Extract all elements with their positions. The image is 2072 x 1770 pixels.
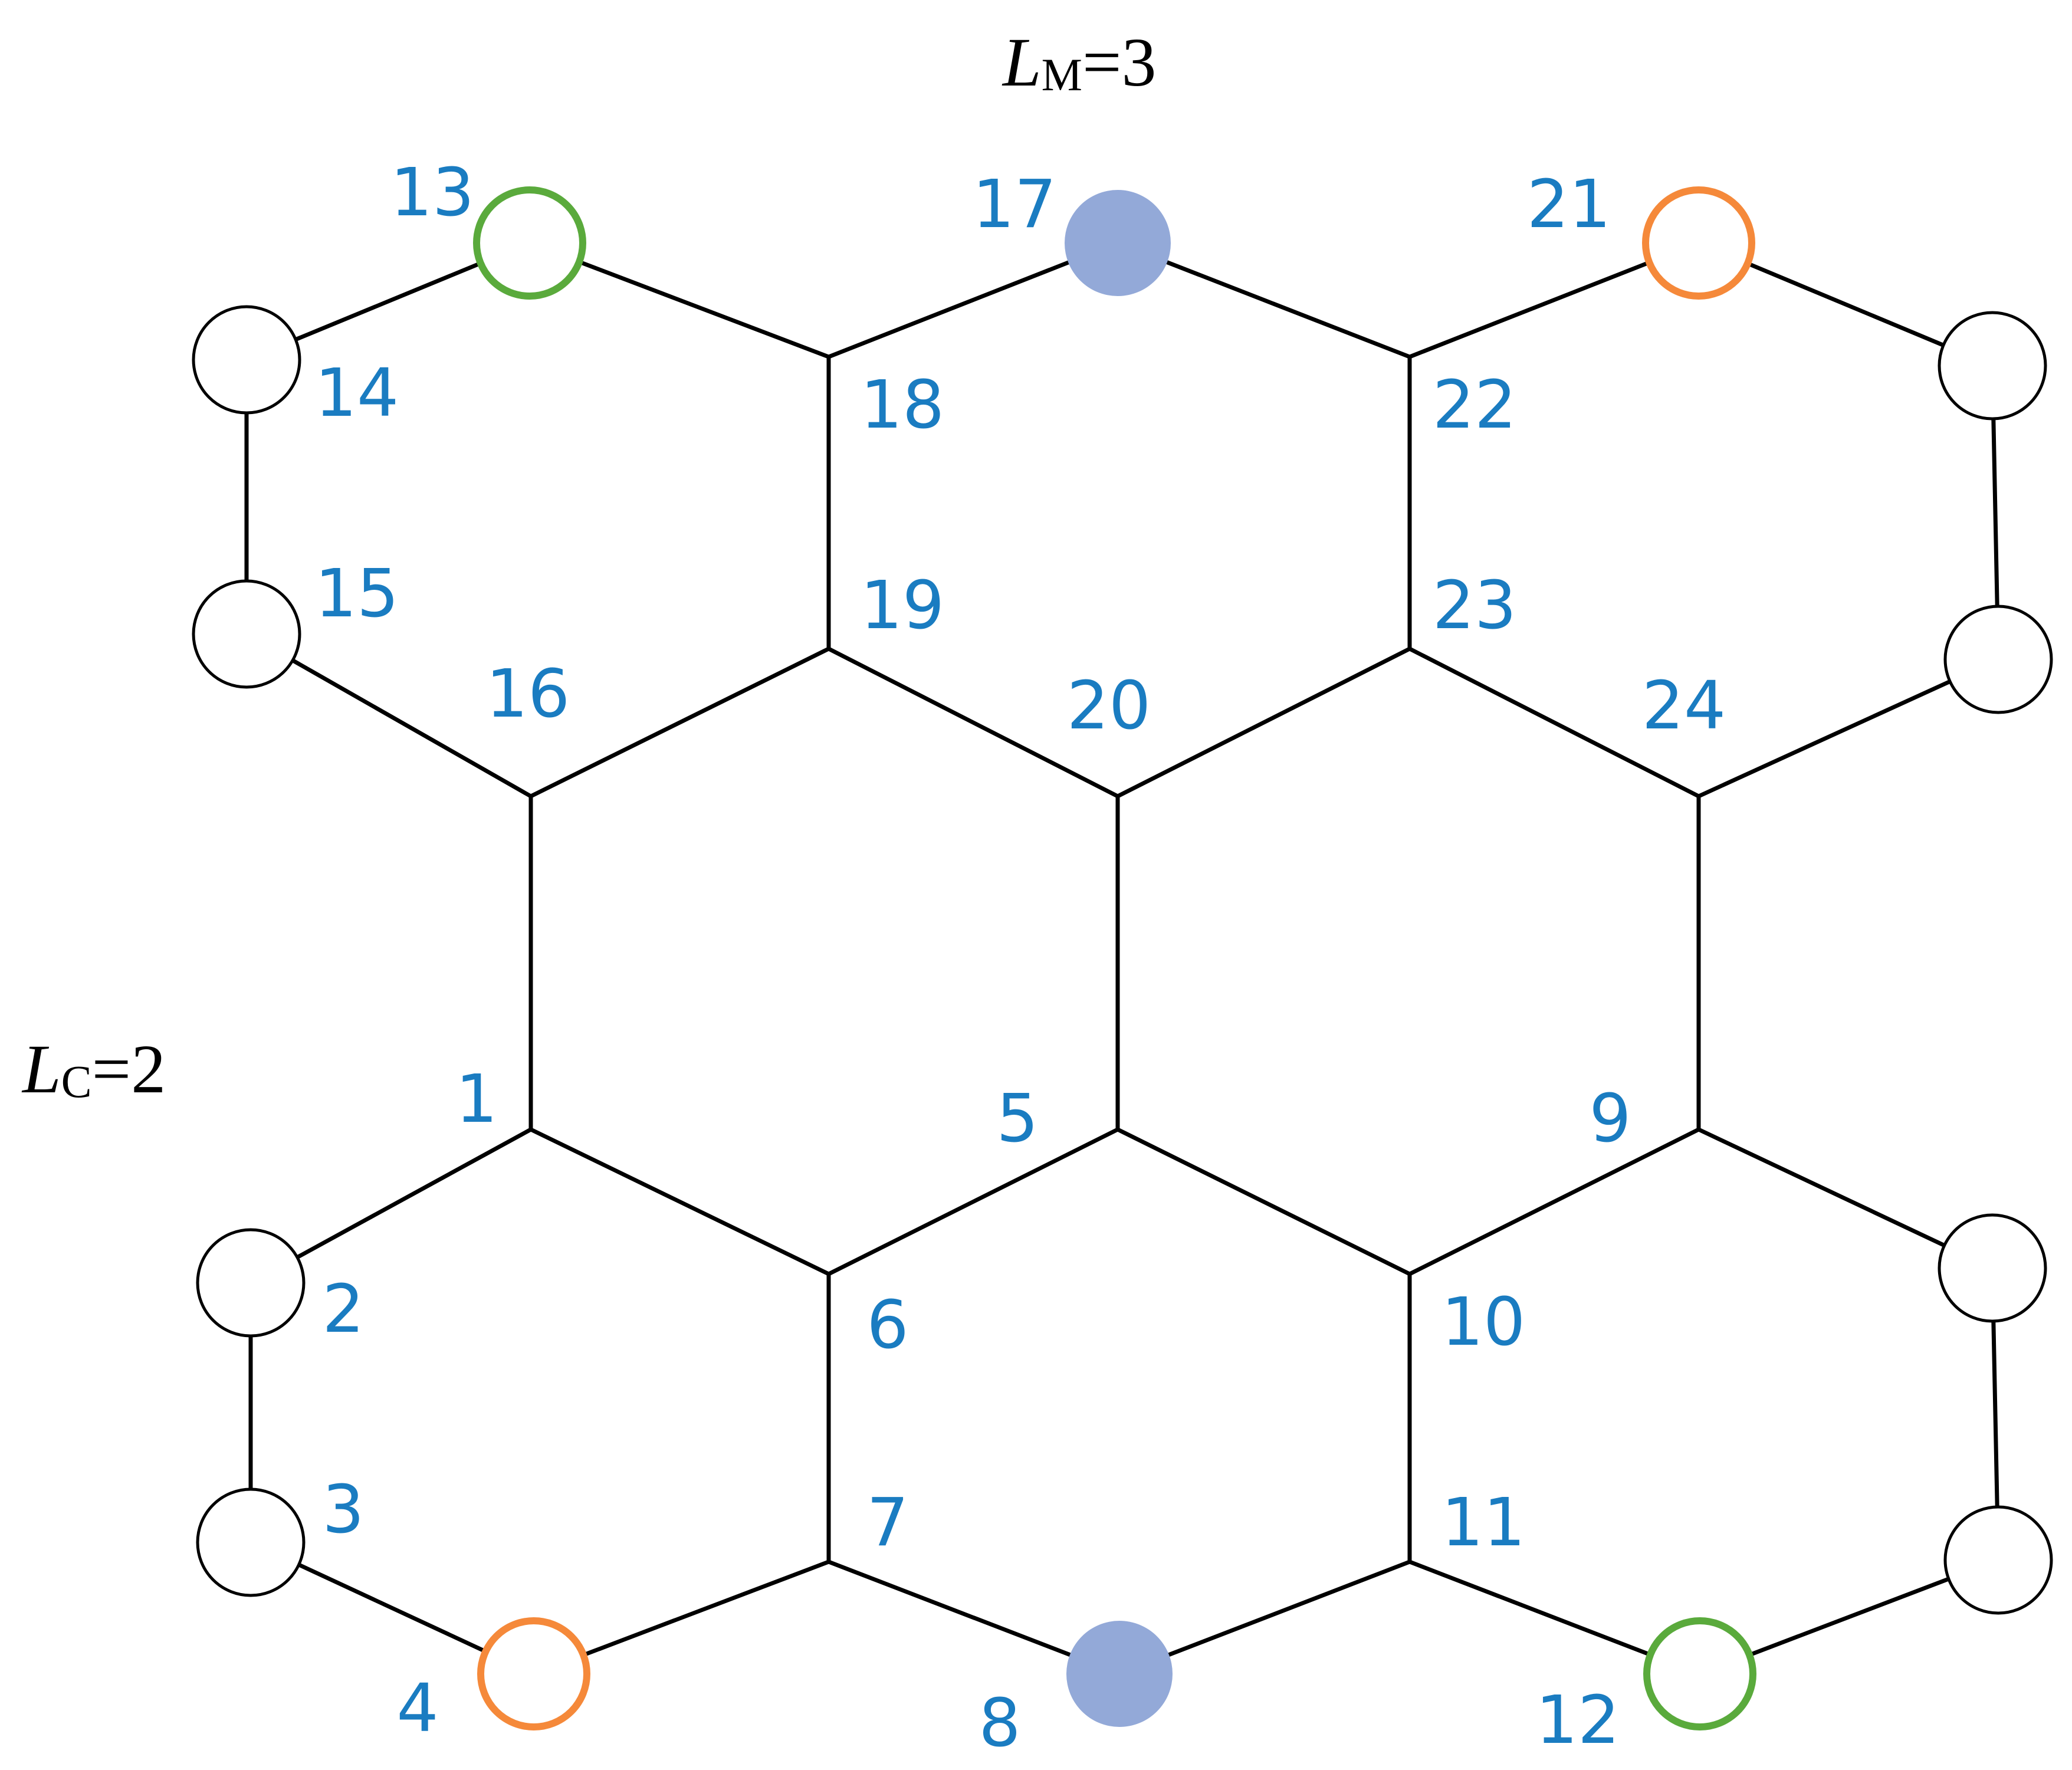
- node-label-24: 24: [1642, 668, 1726, 744]
- lattice-edge: [1696, 657, 2001, 799]
- lattice-edge: [1407, 1127, 1701, 1276]
- node-label-4: 4: [396, 1670, 438, 1747]
- node-label-8: 8: [978, 1685, 1020, 1762]
- node-label-9: 9: [1589, 1081, 1631, 1157]
- node-label-6: 6: [866, 1287, 908, 1364]
- lattice-edge: [528, 646, 831, 799]
- lm-parameter-label: LM=3: [1001, 24, 1157, 101]
- node-label-16: 16: [486, 656, 570, 733]
- plain-ring-node: [196, 1487, 306, 1597]
- filled-blue-node: [1066, 1621, 1173, 1727]
- node-label-5: 5: [996, 1081, 1038, 1157]
- node-label-20: 20: [1067, 668, 1151, 744]
- lattice-edge: [826, 646, 1120, 799]
- plain-ring-node: [196, 1228, 306, 1338]
- node-label-21: 21: [1527, 166, 1611, 243]
- node-label-14: 14: [315, 355, 399, 432]
- node-label-1: 1: [455, 1061, 497, 1138]
- plain-ring-node: [192, 579, 301, 689]
- green-ring-node: [473, 186, 586, 300]
- node-label-17: 17: [973, 166, 1057, 243]
- node-label-22: 22: [1433, 367, 1517, 444]
- orange-ring-node: [1642, 186, 1755, 300]
- lattice-edge: [1115, 646, 1412, 799]
- node-label-19: 19: [861, 567, 945, 644]
- node-label-3: 3: [322, 1472, 364, 1548]
- lc-parameter-label: LC=2: [21, 1030, 166, 1108]
- lattice-edge: [1407, 646, 1701, 799]
- filled-blue-node: [1065, 190, 1171, 296]
- node-label-2: 2: [322, 1271, 364, 1348]
- green-ring-node: [1643, 1617, 1756, 1730]
- lattice-edge: [528, 1127, 831, 1276]
- node-label-10: 10: [1441, 1284, 1526, 1361]
- lattice-nodes: [192, 186, 2053, 1730]
- orange-ring-node: [477, 1617, 590, 1730]
- node-label-12: 12: [1536, 1682, 1620, 1759]
- lattice-edges: [244, 241, 2001, 1676]
- node-label-7: 7: [866, 1485, 908, 1561]
- plain-ring-node: [1938, 311, 2047, 421]
- node-label-23: 23: [1433, 567, 1517, 644]
- plain-ring-node: [192, 305, 301, 415]
- lattice-edge: [1115, 1127, 1412, 1276]
- node-label-13: 13: [390, 155, 475, 231]
- node-label-18: 18: [861, 367, 945, 444]
- node-label-11: 11: [1441, 1485, 1526, 1561]
- plain-ring-node: [1943, 1505, 2053, 1615]
- node-label-15: 15: [315, 556, 399, 632]
- plain-ring-node: [1938, 1213, 2047, 1323]
- lattice-edge: [826, 1127, 1120, 1276]
- plain-ring-node: [1943, 605, 2053, 714]
